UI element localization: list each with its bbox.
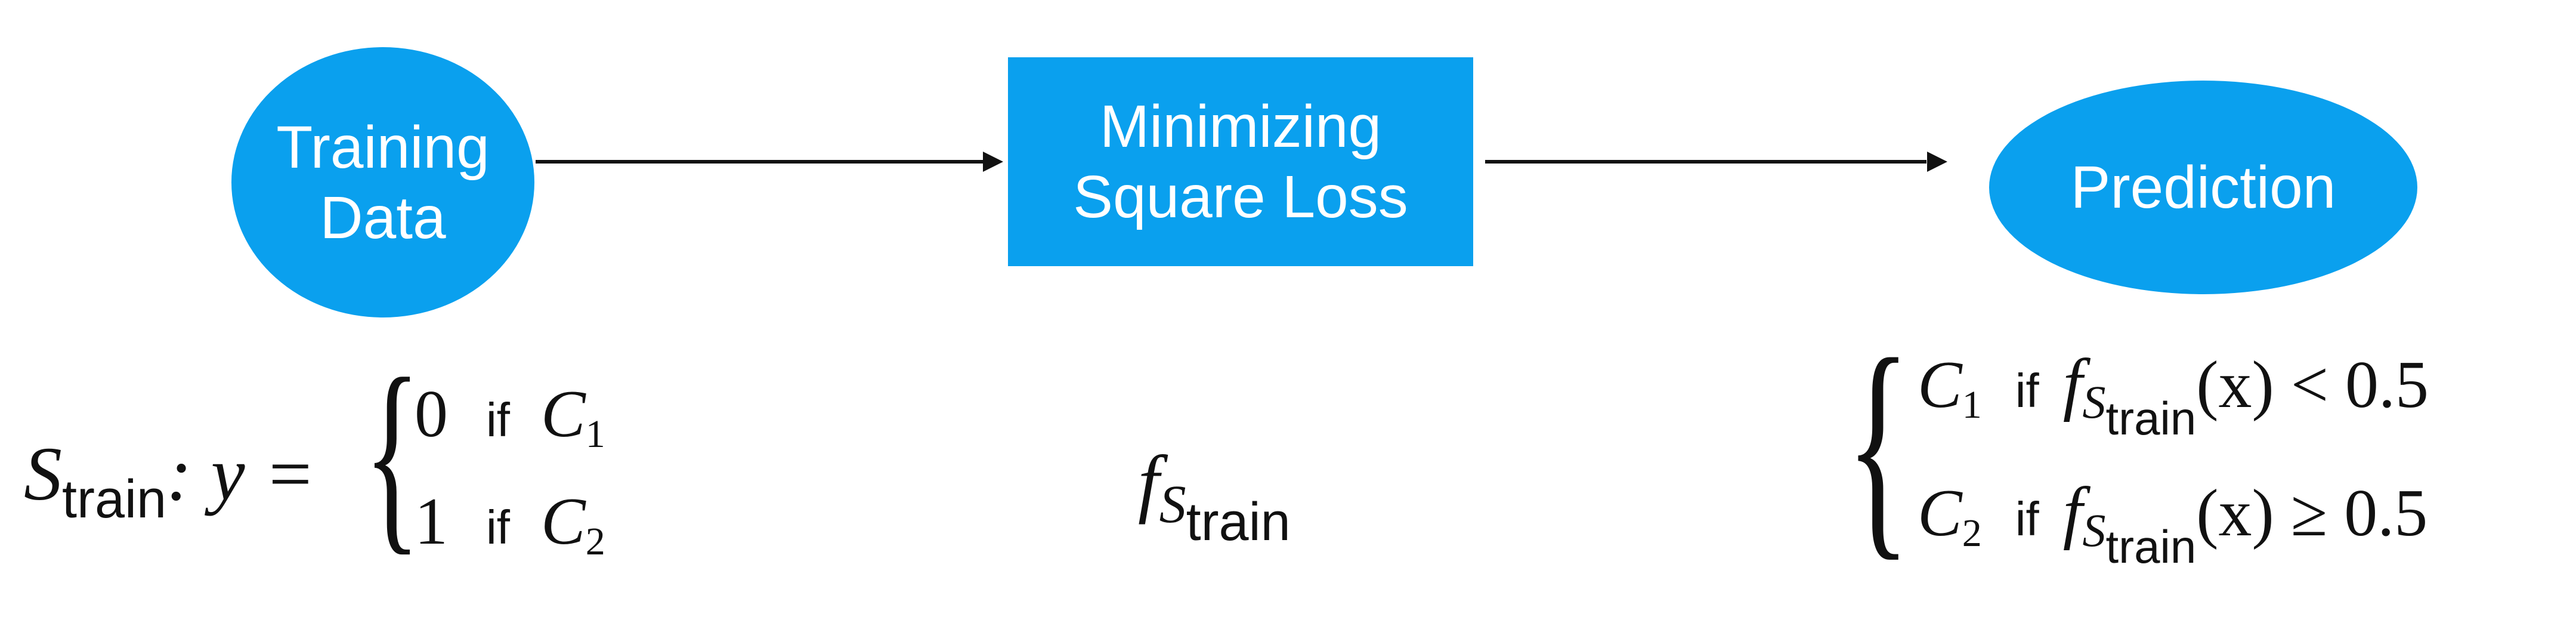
case-class-sub: 2 xyxy=(1962,511,1982,555)
arrow-minimize-to-prediction xyxy=(1485,152,1947,172)
case-function-sub: train xyxy=(2105,520,2197,573)
case-value: 0 xyxy=(415,377,448,451)
case-function-s: S xyxy=(2082,376,2106,428)
case-if: if xyxy=(486,501,510,554)
case-class-sub: 2 xyxy=(585,520,605,563)
case-condition: (x) < 0.5 xyxy=(2196,348,2429,422)
case-class-sub: 1 xyxy=(1962,383,1982,427)
training-data-node: Training Data xyxy=(231,47,534,317)
set-subscript: train xyxy=(62,470,167,529)
case-function: f xyxy=(2062,473,2083,551)
case-if: if xyxy=(2015,492,2039,545)
minimizing-square-loss-node: Minimizing Square Loss xyxy=(1008,57,1473,266)
case-if: if xyxy=(486,393,510,446)
case-function-sub: train xyxy=(2105,392,2197,445)
case-class: C xyxy=(541,377,586,451)
function-set-subscript: S xyxy=(1159,475,1186,534)
function-symbol: f xyxy=(1138,440,1159,525)
case-value: 1 xyxy=(415,485,448,559)
left-case-row-2: 1 if C2 xyxy=(415,483,605,565)
minimize-line-1: Minimizing xyxy=(1099,93,1382,160)
training-data-line-2: Data xyxy=(320,184,446,251)
formula-lhs: : y = xyxy=(166,431,316,516)
set-symbol: S xyxy=(24,431,62,516)
case-function-s: S xyxy=(2082,504,2106,556)
left-brace: { xyxy=(364,334,421,572)
model-function-label: fStrain xyxy=(1138,439,1291,552)
case-class-sub: 1 xyxy=(585,412,605,456)
case-if: if xyxy=(2015,364,2039,417)
prediction-label: Prediction xyxy=(2070,154,2336,221)
training-set-formula: Strain: y = xyxy=(24,436,316,526)
function-train-subscript: train xyxy=(1186,492,1291,552)
case-function: f xyxy=(2062,344,2083,423)
case-class: C xyxy=(541,485,586,559)
left-case-row-1: 0 if C1 xyxy=(415,376,605,457)
training-data-line-1: Training xyxy=(276,113,490,181)
prediction-node: Prediction xyxy=(1989,81,2417,294)
case-condition: (x) ≥ 0.5 xyxy=(2196,476,2428,550)
case-class: C xyxy=(1918,348,1962,422)
right-brace: { xyxy=(1846,309,1911,580)
case-class: C xyxy=(1918,476,1962,550)
minimize-line-2: Square Loss xyxy=(1073,164,1408,230)
arrow-training-to-minimize xyxy=(536,152,1003,172)
